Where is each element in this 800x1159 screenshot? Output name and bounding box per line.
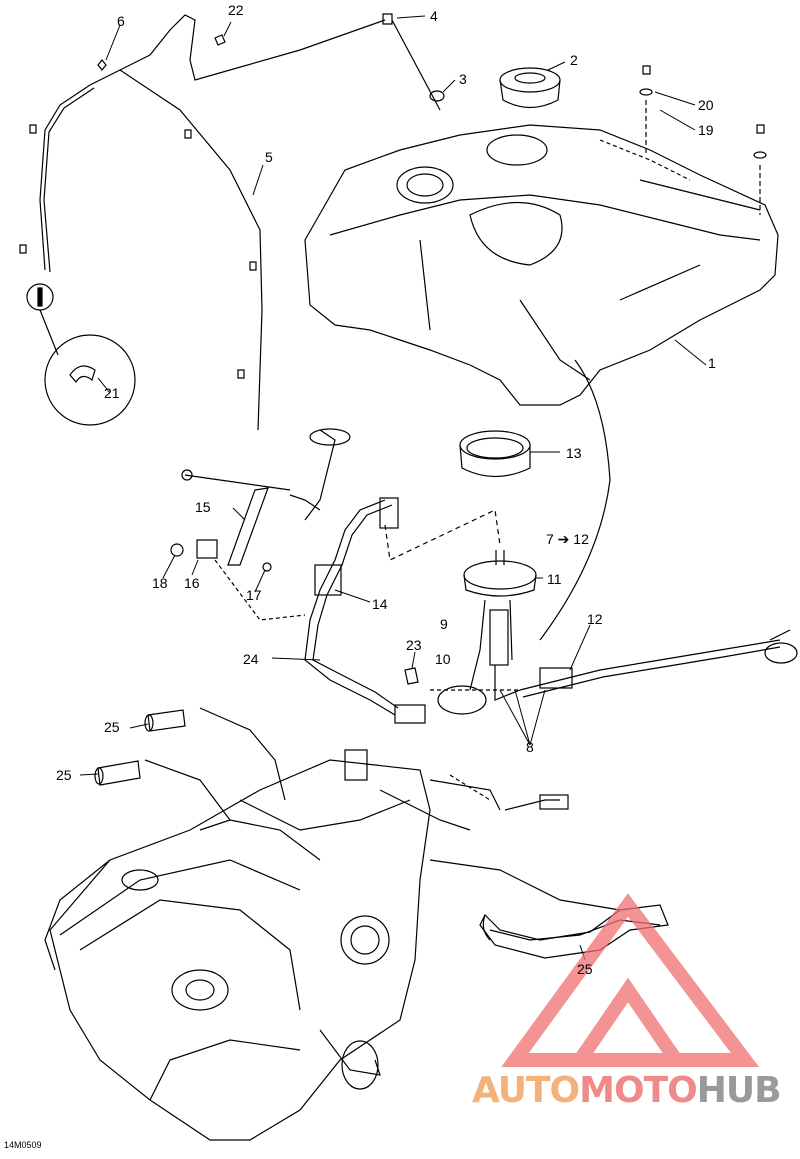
pump-install-path bbox=[384, 509, 501, 561]
bracket bbox=[181, 428, 351, 566]
callout-6: 6 bbox=[117, 13, 125, 29]
watermark-part-3: HUB bbox=[696, 1070, 782, 1111]
callout-25-upper: 25 bbox=[104, 719, 120, 735]
fuel-tank bbox=[304, 124, 779, 406]
pump-to-tank-path bbox=[539, 359, 611, 641]
callout-5: 5 bbox=[265, 149, 273, 165]
callout-18: 18 bbox=[152, 575, 168, 591]
callout-7-12: 7 ➔ 12 bbox=[546, 531, 589, 547]
clip-detail-circle bbox=[26, 283, 136, 426]
tube-25-upper bbox=[144, 709, 186, 732]
callout-16: 16 bbox=[184, 575, 200, 591]
callout-23: 23 bbox=[406, 637, 422, 653]
watermark-text: AUTOMOTOHUB bbox=[472, 1070, 782, 1111]
watermark-logo bbox=[501, 893, 760, 1067]
callout-4: 4 bbox=[430, 8, 438, 24]
callout-19: 19 bbox=[698, 122, 714, 138]
callout-13: 13 bbox=[566, 445, 582, 461]
callout-25-lower: 25 bbox=[56, 767, 72, 783]
lock-ring bbox=[459, 430, 531, 477]
callout-3: 3 bbox=[459, 71, 467, 87]
callout-2: 2 bbox=[570, 52, 578, 68]
callout-14: 14 bbox=[372, 596, 388, 612]
callout-10: 10 bbox=[435, 651, 451, 667]
engine-hoses bbox=[144, 707, 661, 941]
engine bbox=[44, 749, 471, 1141]
fuel-hose bbox=[304, 497, 426, 724]
tube-25-bent bbox=[479, 904, 669, 959]
small-parts bbox=[170, 539, 419, 685]
pump-harness bbox=[519, 629, 798, 698]
figure-reference-code: 14M0509 bbox=[4, 1140, 42, 1150]
callout-25-bent: 25 bbox=[577, 961, 593, 977]
watermark-part-1: AUTO bbox=[472, 1070, 580, 1111]
callout-9: 9 bbox=[440, 616, 448, 632]
fuel-cap bbox=[499, 67, 561, 109]
callout-1: 1 bbox=[708, 355, 716, 371]
callout-11: 11 bbox=[547, 571, 562, 587]
washers-nuts bbox=[639, 65, 767, 215]
fuel-pump bbox=[430, 550, 537, 715]
tube-25-lower bbox=[94, 760, 141, 786]
vent-hose bbox=[19, 13, 441, 431]
callout-8: 8 bbox=[526, 739, 534, 755]
callout-24: 24 bbox=[243, 651, 259, 667]
callout-22: 22 bbox=[228, 2, 244, 18]
gasket-3 bbox=[429, 90, 445, 102]
callout-12: 12 bbox=[587, 611, 603, 627]
leader-lines bbox=[79, 15, 707, 961]
callout-17: 17 bbox=[246, 587, 262, 603]
callout-15: 15 bbox=[195, 499, 211, 515]
callout-21: 21 bbox=[104, 385, 120, 401]
callout-20: 20 bbox=[698, 97, 714, 113]
watermark-part-2: MOTO bbox=[579, 1070, 698, 1111]
